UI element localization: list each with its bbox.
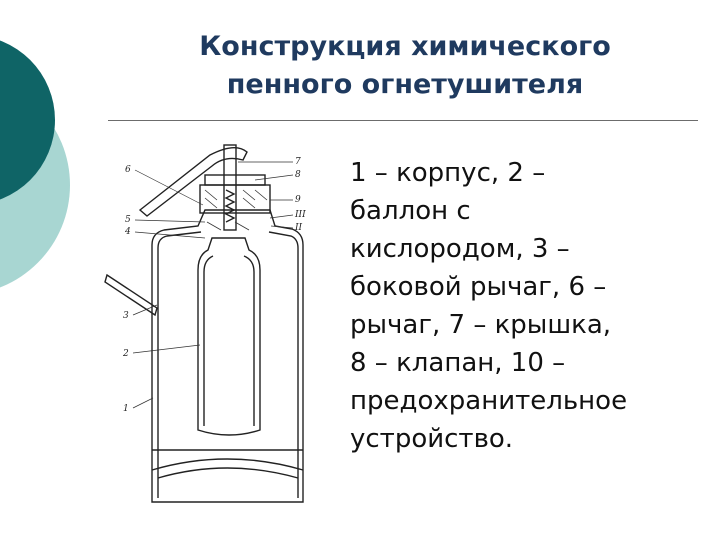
title-line-1: Конструкция химического xyxy=(199,31,611,62)
inner-cylinder-wall xyxy=(203,255,255,426)
body-bottom-dome-inner xyxy=(157,467,299,479)
description-line: рычаг, 7 – крышка, xyxy=(350,310,612,340)
label-7: 7 xyxy=(295,157,301,167)
body-bottom-dome xyxy=(151,458,304,471)
description-line: кислородом, 3 – xyxy=(350,234,570,264)
neck-top xyxy=(204,174,266,186)
label-ii: II xyxy=(294,223,303,233)
title-divider xyxy=(108,120,698,121)
body-inner-wall xyxy=(157,231,299,498)
label-4: 4 xyxy=(124,227,131,237)
description-line: предохранительное xyxy=(350,386,628,416)
dark-circle-shape xyxy=(0,40,55,200)
description-line: устройство. xyxy=(350,424,514,454)
label-9: 9 xyxy=(295,195,301,205)
extinguisher-diagram: 6 7 8 9 III II 5 4 3 2 1 xyxy=(104,144,306,503)
lever xyxy=(138,147,248,217)
description-line: боковой рычаг, 6 – xyxy=(350,272,607,302)
spring xyxy=(224,189,236,223)
label-2: 2 xyxy=(122,349,129,359)
cap-housing xyxy=(199,184,271,214)
title-line-2: пенного огнетушителя xyxy=(226,69,584,100)
label-iii: III xyxy=(294,210,306,220)
side-handle xyxy=(104,273,158,317)
label-5: 5 xyxy=(125,215,131,225)
label-3: 3 xyxy=(123,311,129,321)
description-text: 1 – корпус, 2 – баллон с кислородом, 3 –… xyxy=(350,154,695,458)
label-6: 6 xyxy=(125,165,131,175)
slide-title: Конструкция химического пенного огнетуши… xyxy=(110,28,700,104)
body-outline xyxy=(151,209,304,503)
description-line: 1 – корпус, 2 – xyxy=(350,158,546,188)
inner-cylinder-outline xyxy=(197,237,261,436)
label-8: 8 xyxy=(295,170,301,180)
decorative-circles xyxy=(0,40,70,288)
description-line: баллон с xyxy=(350,196,471,226)
description-line: 8 – клапан, 10 – xyxy=(350,348,566,378)
label-1: 1 xyxy=(123,404,129,414)
spindle xyxy=(223,144,237,231)
